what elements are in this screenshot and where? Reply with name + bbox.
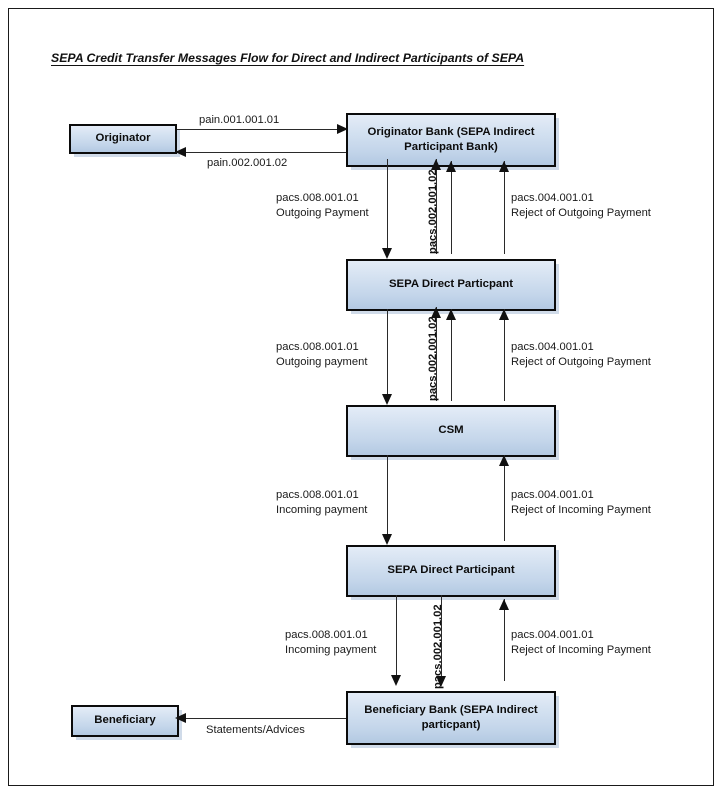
edge-s4-pacs008-arrowhead xyxy=(391,675,401,686)
edge-s1-pacs002-arrowhead xyxy=(431,159,441,170)
edge-pain002-line xyxy=(185,152,346,154)
edge-pain001-line xyxy=(177,129,338,131)
node-originator[interactable]: Originator xyxy=(69,124,177,154)
node-beneficiary-bank-label-line1: Beneficiary Bank (SEPA Indirect xyxy=(364,703,538,716)
edge-s2-pacs002-label: pacs.002.001.02 xyxy=(427,316,439,401)
edge-s1-pacs008-line xyxy=(387,159,389,251)
node-originator-bank-label-line2: Participant Bank) xyxy=(404,141,498,153)
node-csm[interactable]: CSM xyxy=(346,405,556,457)
edge-s4-pacs004-arrowhead xyxy=(499,599,509,610)
edge-s1-pacs004-line xyxy=(504,161,506,254)
edge-s2-pacs002b-arrowhead xyxy=(446,309,456,320)
edge-statements-label: Statements/Advices xyxy=(206,724,305,736)
edge-s3-pacs004-arrowhead xyxy=(499,455,509,466)
page-title: SEPA Credit Transfer Messages Flow for D… xyxy=(51,51,525,65)
edge-pain001-arrowhead xyxy=(337,124,348,134)
node-sepa-direct-participant-2[interactable]: SEPA Direct Participant xyxy=(346,545,556,597)
node-beneficiary[interactable]: Beneficiary xyxy=(71,705,179,737)
edge-s1-pacs002b-line xyxy=(451,161,453,254)
edge-s2-pacs002-arrowhead xyxy=(431,307,441,318)
edge-s4-pacs008-line xyxy=(396,595,398,678)
edge-pain002-label: pain.002.001.02 xyxy=(207,157,288,169)
node-beneficiary-label: Beneficiary xyxy=(94,714,156,727)
diagram-frame: SEPA Credit Transfer Messages Flow for D… xyxy=(8,8,714,786)
node-originator-bank-label-line1: Originator Bank (SEPA Indirect xyxy=(367,125,535,138)
edge-pain001-label: pain.001.001.01 xyxy=(199,114,280,126)
node-sepa-direct-participant-1[interactable]: SEPA Direct Particpant xyxy=(346,259,556,311)
node-sepa-direct-participant-1-label: SEPA Direct Particpant xyxy=(388,278,514,291)
edge-s1-pacs008-arrowhead xyxy=(382,248,392,259)
edge-s4-pacs002-line xyxy=(441,595,443,679)
edge-s3-pacs004-line xyxy=(504,455,506,541)
edge-s3-pacs008-line xyxy=(387,455,389,537)
edge-s1-pacs002b-arrowhead xyxy=(446,161,456,172)
edge-s2-pacs004-arrowhead xyxy=(499,309,509,320)
edge-s1-pacs002-line xyxy=(436,159,438,254)
node-beneficiary-bank[interactable]: Beneficiary Bank (SEPA Indirect particpa… xyxy=(346,691,556,745)
node-originator-label: Originator xyxy=(95,132,151,145)
edge-s3-pacs008-arrowhead xyxy=(382,534,392,545)
edge-s1-pacs004-arrowhead xyxy=(499,161,509,172)
edge-s4-pacs004-line xyxy=(504,599,506,681)
edge-s4-pacs002-label: pacs.002.001.02 xyxy=(432,604,444,689)
edge-s1-pacs002-label: pacs.002.001.02 xyxy=(427,169,439,254)
edge-s2-pacs004-line xyxy=(504,309,506,401)
node-beneficiary-bank-label-line2: particpant) xyxy=(421,719,481,731)
edge-s2-pacs002b-line xyxy=(451,309,453,401)
edge-statements-arrowhead xyxy=(175,713,186,723)
edge-statements-line xyxy=(185,718,346,720)
node-originator-bank[interactable]: Originator Bank (SEPA Indirect Participa… xyxy=(346,113,556,167)
edge-pain002-arrowhead xyxy=(175,147,186,157)
node-csm-label: CSM xyxy=(438,424,464,437)
edge-s2-pacs008-line xyxy=(387,309,389,397)
node-sepa-direct-participant-2-label: SEPA Direct Participant xyxy=(387,564,515,577)
edge-s2-pacs008-arrowhead xyxy=(382,394,392,405)
edge-s2-pacs002-line xyxy=(436,307,438,401)
edge-s4-pacs002-arrowhead xyxy=(436,676,446,687)
